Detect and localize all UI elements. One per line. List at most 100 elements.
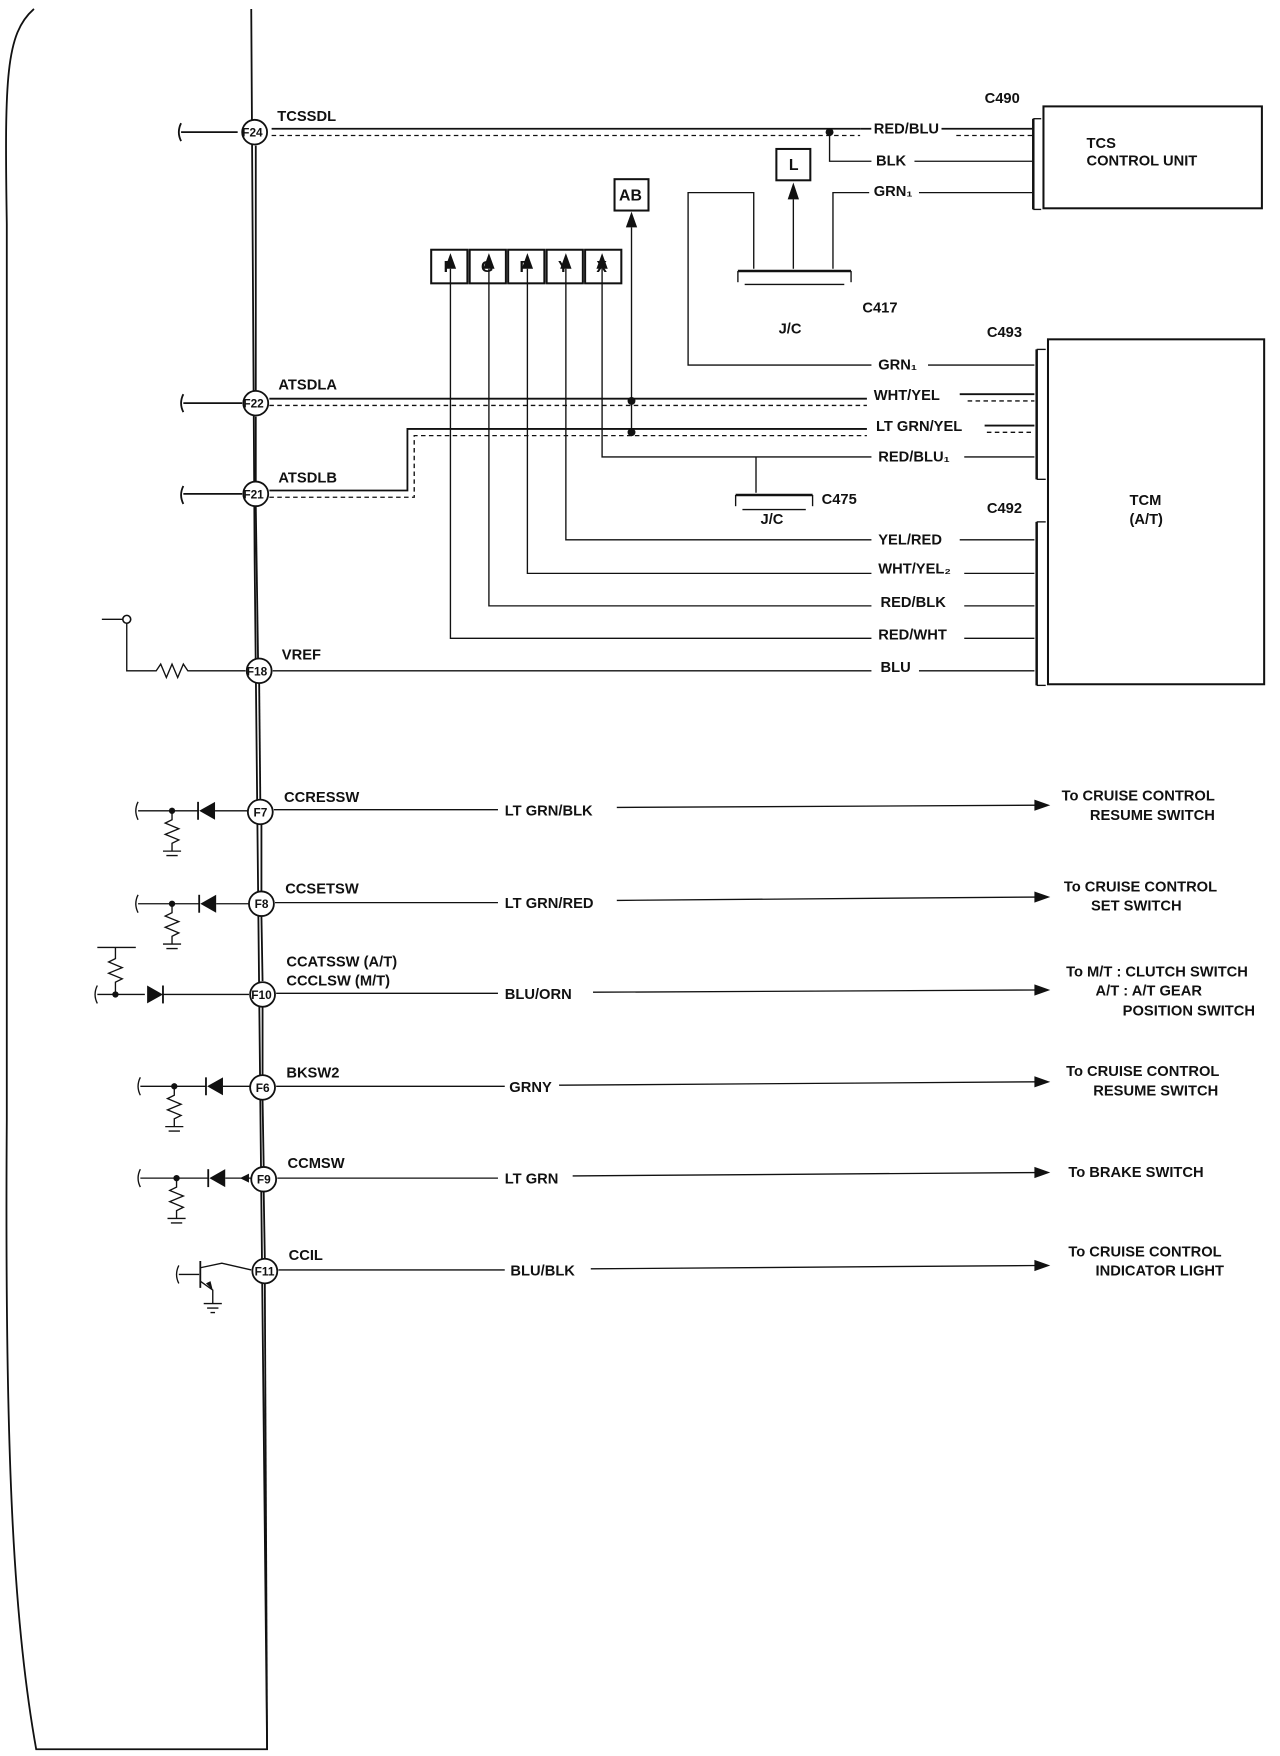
ref-box-y[interactable] [545,248,584,285]
wire-red-blu1: RED/BLU₁ [878,449,949,465]
f6-circuit: F6 BKSW2 GRNY To CRUISE CONTROL RESUME S… [137,1064,1219,1132]
wire-blu-blk: BLU/BLK [510,1264,575,1280]
f9-diode [209,1169,226,1188]
pin-f11-label: F11 [255,1265,275,1279]
f10-diode [147,985,163,1004]
f10-stub [94,985,145,1004]
f7-arrow [1034,799,1051,811]
dest-f7-line1: To CRUISE CONTROL [1062,789,1215,805]
pin-f7 [246,798,274,826]
arrow-x [596,253,608,269]
wire-yel-red: YEL/RED [878,532,942,548]
y-line [565,268,872,541]
f10-node [112,991,119,998]
jc-label-2: J/C [761,512,784,528]
signal-ccatssw: CCATSSW (A/T) [286,955,397,971]
wire-wht-yel: WHT/YEL [874,388,940,404]
arrow-ab [625,211,638,228]
f8-resistor-ground [162,903,182,950]
arrow-y [560,253,572,269]
ref-box-ab[interactable] [613,178,650,212]
ecu-trunk-6 [260,916,264,982]
dest-f10-line1: To M/T : CLUTCH SWITCH [1066,965,1248,981]
dest-f6-line2: RESUME SWITCH [1093,1083,1218,1099]
pin-f22-label: F22 [243,397,264,411]
f10-pullup [97,946,136,995]
f9-arrow [1034,1166,1051,1179]
dest-f8-line1: To CRUISE CONTROL [1064,880,1217,896]
signal-ccressw: CCRESSW [284,790,359,806]
pin-f21 [242,480,270,508]
pin-f9-label: F9 [257,1173,271,1187]
f8-arrow [1034,891,1051,903]
signal-ccmsw: CCMSW [287,1156,344,1172]
f7-wire-r [616,804,1039,809]
f8-diode [200,894,217,913]
f21-stub [180,485,243,505]
pin-f10-label: F10 [251,988,272,1002]
signal-ccclsw: CCCLSW (M/T) [286,974,390,990]
f6-diode [207,1077,223,1096]
ecu-outline [5,8,269,1751]
f9-circuit: F9 CCMSW LT GRN To BRAKE SWITCH [137,1156,1204,1224]
f8-stub [135,894,200,914]
f9-wire-r [572,1171,1039,1177]
ref-box-x[interactable] [584,248,623,285]
arrow-f [444,253,457,269]
ref-box-l[interactable] [775,147,812,182]
f11-arrow [1034,1259,1051,1272]
wire-tcm-grn1: GRN₁ [878,358,917,374]
wire-lt-grn-red: LT GRN/RED [505,896,594,912]
p-line [526,268,872,575]
f7-diode [199,801,216,820]
wire-blu-orn: BLU/ORN [505,987,572,1003]
pin-f18-label: F18 [247,664,268,678]
signal-atsdlb: ATSDLB [278,471,337,487]
f24-stub [177,122,238,142]
wire-lt-grn-yel: LT GRN/YEL [876,419,962,435]
dest-f7-line2: RESUME SWITCH [1090,808,1215,824]
c493-label: C493 [987,325,1022,341]
f6-arrow [1034,1076,1051,1088]
f6-wire-r [559,1081,1039,1086]
wire-grny: GRNY [509,1080,552,1096]
signal-ccsetsw: CCSETSW [285,882,359,898]
tcs-unit-label-1: TCS [1086,136,1116,152]
ref-box-l-label: L [789,157,799,174]
ecu-trunk-3 [254,506,259,659]
arrow-p [521,253,534,269]
f10-wire-r [593,989,1039,993]
pin-f9 [250,1166,278,1193]
pin-f6 [249,1074,276,1101]
arrow-g [483,253,495,269]
pin-f18 [245,657,273,685]
f21-wire-dash [269,434,867,498]
c475-label: C475 [822,492,857,508]
junction-dot-f21 [627,428,636,437]
dest-f11-line1: To CRUISE CONTROL [1068,1245,1221,1261]
f22-stub [180,393,243,413]
signal-bksw2: BKSW2 [286,1065,339,1081]
ref-box-g[interactable] [468,248,507,285]
signal-ccil: CCIL [289,1248,323,1264]
signal-atsdla: ATSDLA [278,378,337,394]
blk-branch [828,132,872,162]
f11-wire-r [590,1264,1039,1270]
f7-resistor-ground [162,810,182,857]
pin-f22 [242,389,270,417]
ecu-trunk-10 [263,1283,268,1750]
f9-stub [137,1168,209,1188]
pin-f24 [241,118,268,146]
tcm-label-2: (A/T) [1129,512,1163,528]
ref-box-ab-label: AB [619,188,642,205]
dest-f10-line2: A/T : A/T GEAR [1096,984,1203,1000]
f10-circuit: F10 CCATSSW (A/T) CCCLSW (M/T) BLU/ORN T… [94,946,1255,1020]
ecu-trunk-9 [262,1191,266,1259]
f11-transistor [199,1262,252,1314]
ecu-trunk-4 [258,683,262,800]
vref-node [122,614,132,625]
dest-f8-line2: SET SWITCH [1091,899,1182,915]
f9-node [173,1174,180,1182]
f11-stub [175,1265,200,1284]
